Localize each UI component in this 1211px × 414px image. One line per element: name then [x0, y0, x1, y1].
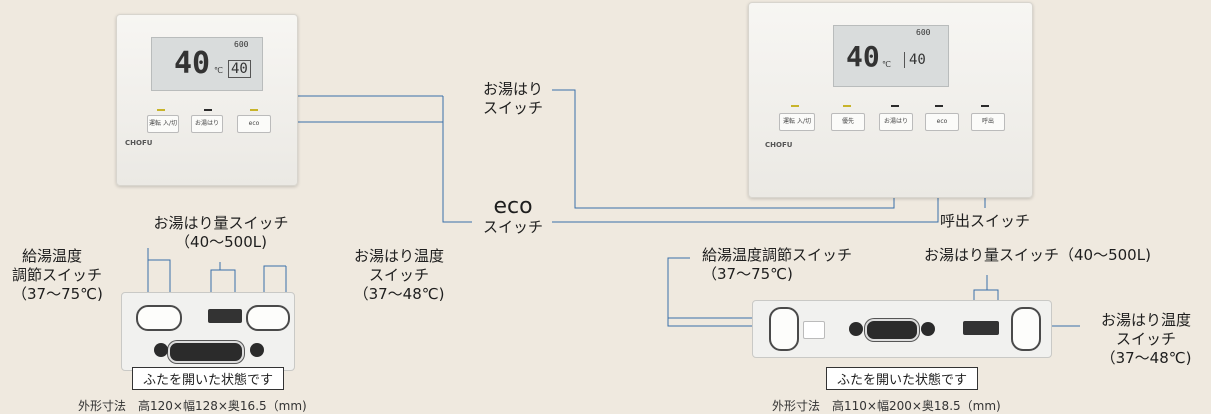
- right-lcd-display: 600 40 ℃ 40: [833, 25, 949, 87]
- right-yobidashi-button[interactable]: 呼出: [971, 113, 1005, 131]
- right-bath-temp-button[interactable]: [1011, 307, 1041, 351]
- right-lcd-main-temp: 40: [846, 40, 880, 73]
- label-oyuhari-switch: お湯はり スイッチ: [482, 80, 543, 117]
- label-left-amount: お湯はり量スイッチ （40～500L): [153, 214, 289, 251]
- label-right-amount: お湯はり量スイッチ（40～500L): [924, 246, 1151, 264]
- label-left-bath-temp: お湯はり温度 スイッチ （37～48℃): [353, 247, 445, 303]
- right-remote-panel: 600 40 ℃ 40 運転 入/切 優先 お湯はり eco 呼出 CHOFU: [748, 2, 1033, 198]
- label-yobidashi-switch: 呼出スイッチ: [940, 212, 1031, 230]
- right-adjust-button-right[interactable]: [921, 322, 935, 336]
- right-led-yobidashi: [981, 105, 989, 107]
- left-eco-button[interactable]: eco: [237, 115, 271, 133]
- left-lcd-top-value: 600: [234, 40, 249, 49]
- left-lcd-main-unit: ℃: [214, 66, 223, 75]
- left-bath-temp-button[interactable]: [246, 305, 290, 331]
- label-eco-switch: eco スイッチ: [482, 194, 543, 237]
- right-led-oyuhari: [891, 105, 899, 107]
- left-brand-logo: CHOFU: [125, 139, 153, 147]
- right-oyuhari-button[interactable]: お湯はり: [879, 113, 913, 131]
- right-adjust-button-left[interactable]: [849, 322, 863, 336]
- left-oyuhari-button[interactable]: お湯はり: [191, 115, 223, 133]
- left-led-oyuhari: [204, 109, 212, 111]
- left-adjust-button-right[interactable]: [250, 343, 264, 357]
- right-led-power: [791, 105, 799, 107]
- right-yusen-button[interactable]: 優先: [831, 113, 865, 131]
- right-adjust-bar[interactable]: [865, 319, 919, 341]
- left-amount-button[interactable]: [208, 309, 242, 323]
- left-open-caption: ふたを開いた状態です: [132, 367, 285, 390]
- right-yusen-small-button[interactable]: [803, 321, 825, 339]
- right-led-yusen: [843, 105, 851, 107]
- left-remote-panel: 600 40 ℃ 40 運転 入/切 お湯はり eco CHOFU: [116, 14, 298, 186]
- left-lcd-sub-temp: 40: [228, 60, 251, 78]
- right-eco-button[interactable]: eco: [925, 113, 959, 131]
- right-kyuto-temp-button[interactable]: [769, 307, 799, 351]
- label-left-temp: 給湯温度 調節スイッチ （37～75℃): [12, 247, 103, 303]
- right-lcd-sub-temp: 40: [904, 52, 926, 68]
- left-adjust-bar[interactable]: [168, 341, 244, 363]
- label-right-temp: 給湯温度調節スイッチ （37～75℃): [702, 246, 853, 283]
- right-dimensions: 外形寸法 高110×幅200×奥18.5（mm): [772, 399, 1001, 413]
- label-right-bath-temp: お湯はり温度 スイッチ （37～48℃): [1100, 311, 1192, 367]
- right-lcd-main-unit: ℃: [882, 60, 891, 69]
- left-open-panel: [121, 292, 295, 371]
- right-power-button[interactable]: 運転 入/切: [779, 113, 815, 131]
- left-adjust-button-left[interactable]: [154, 343, 168, 357]
- leader-eco-left: [270, 121, 472, 223]
- right-amount-button[interactable]: [963, 321, 999, 335]
- right-open-caption: ふたを開いた状態です: [826, 367, 979, 390]
- right-open-panel: [752, 300, 1052, 358]
- left-kyuto-temp-button[interactable]: [136, 305, 182, 331]
- left-lcd-display: 600 40 ℃ 40: [151, 37, 263, 91]
- left-power-button[interactable]: 運転 入/切: [147, 115, 179, 133]
- left-led-eco: [250, 109, 258, 111]
- left-led-power: [157, 109, 165, 111]
- left-dimensions: 外形寸法 高120×幅128×奥16.5（mm): [78, 399, 307, 413]
- right-brand-logo: CHOFU: [765, 141, 793, 149]
- right-lcd-top-value: 600: [916, 28, 931, 37]
- left-lcd-main-temp: 40: [174, 46, 211, 81]
- right-led-eco: [935, 105, 943, 107]
